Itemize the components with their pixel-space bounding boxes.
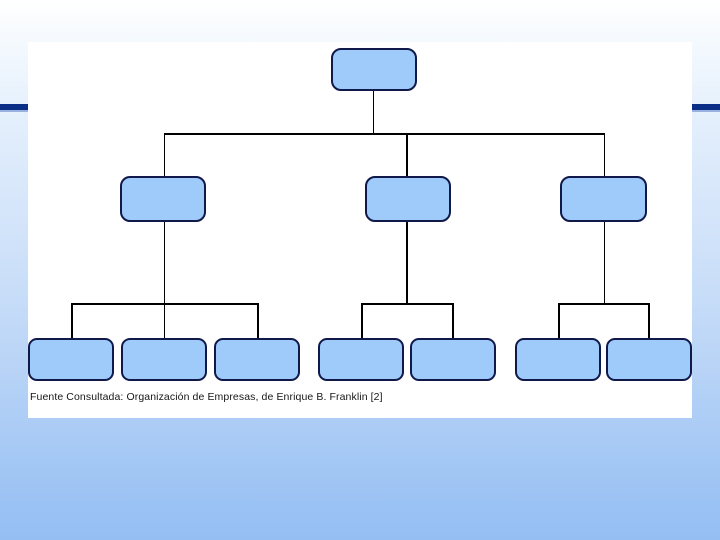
org-node-root[interactable] xyxy=(331,48,417,91)
connector-root-drop xyxy=(373,90,374,134)
org-node-l3-a2-label xyxy=(123,340,205,379)
org-node-l3-c1[interactable] xyxy=(515,338,601,381)
org-node-l3-a2[interactable] xyxy=(121,338,207,381)
connector-branch-a-child1-drop xyxy=(71,303,73,339)
connector-branch-c-child1-drop xyxy=(558,303,560,339)
org-node-l3-a3-label xyxy=(216,340,298,379)
org-node-l3-c1-label xyxy=(517,340,599,379)
org-node-l2-c-label xyxy=(562,178,645,220)
org-node-l2-b-label xyxy=(367,178,449,220)
source-caption: Fuente Consultada: Organización de Empre… xyxy=(30,391,383,403)
connector-branch-c-bus xyxy=(558,303,650,305)
connector-branch-c-child2-drop xyxy=(648,303,650,339)
connector-level2-bus xyxy=(164,133,605,135)
org-node-l3-a1-label xyxy=(30,340,112,379)
org-chart-canvas: Fuente Consultada: Organización de Empre… xyxy=(28,42,692,418)
org-node-l2-a[interactable] xyxy=(120,176,206,222)
connector-branch-a-bus xyxy=(71,303,259,305)
org-node-l3-c2-label xyxy=(608,340,690,379)
org-node-l3-b2-label xyxy=(412,340,494,379)
connector-branch-b-bus xyxy=(361,303,454,305)
org-node-l3-a1[interactable] xyxy=(28,338,114,381)
org-node-l3-b2[interactable] xyxy=(410,338,496,381)
org-node-l2-a-label xyxy=(122,178,204,220)
connector-branch-a-child3-drop xyxy=(257,303,259,339)
org-node-l3-c2[interactable] xyxy=(606,338,692,381)
connector-branch-b-child1-drop xyxy=(361,303,363,339)
connector-branch-b-child2-drop xyxy=(452,303,454,339)
chart-panel: Fuente Consultada: Organización de Empre… xyxy=(28,42,692,418)
org-node-l3-b1-label xyxy=(320,340,402,379)
org-node-l3-a3[interactable] xyxy=(214,338,300,381)
org-node-l2-b[interactable] xyxy=(365,176,451,222)
connector-branch-a-child2-drop xyxy=(164,303,165,339)
org-node-l3-b1[interactable] xyxy=(318,338,404,381)
org-node-root-label xyxy=(333,50,415,89)
org-node-l2-c[interactable] xyxy=(560,176,647,222)
